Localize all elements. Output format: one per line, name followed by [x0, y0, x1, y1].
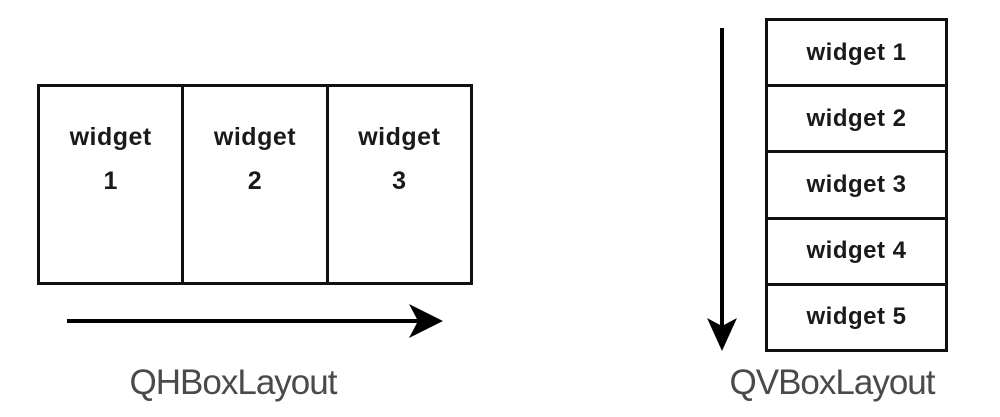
widget-label: widget 3 [806, 171, 907, 198]
vbox-widget-cell-3: widget 3 [768, 150, 945, 216]
hbox-widget-cell-3: widget 3 [325, 87, 470, 282]
qvboxlayout-caption: QVBoxLayout [729, 363, 936, 402]
hbox-container: widget 1 widget 2 widget 3 [37, 84, 473, 285]
widget-word: widget [69, 123, 152, 151]
widget-label: widget 2 [806, 104, 907, 132]
widget-word: widget [358, 123, 441, 151]
widget-number: 1 [103, 167, 118, 195]
down-arrow-icon [707, 28, 737, 351]
widget-label: widget 5 [806, 303, 907, 331]
vbox-widget-cell-4: widget 4 [768, 216, 945, 283]
qhboxlayout-caption: QHBoxLayout [129, 363, 338, 402]
widget-label: widget 1 [806, 38, 907, 66]
widget-label: widget 4 [806, 237, 907, 265]
hbox-widget-cell-1: widget 1 [40, 87, 181, 282]
right-arrow-icon [67, 304, 443, 338]
widget-word: widget [213, 123, 297, 151]
widget-number: 2 [247, 167, 263, 195]
vbox-widget-cell-2: widget 2 [768, 84, 945, 150]
vbox-widget-cell-1: widget 1 [768, 21, 945, 84]
hbox-widget-cell-2: widget 2 [181, 87, 325, 282]
widget-number: 3 [392, 167, 407, 195]
vbox-container: widget 1 widget 2 widget 3 widget 4 widg… [765, 18, 948, 352]
vbox-widget-cell-5: widget 5 [768, 282, 945, 349]
